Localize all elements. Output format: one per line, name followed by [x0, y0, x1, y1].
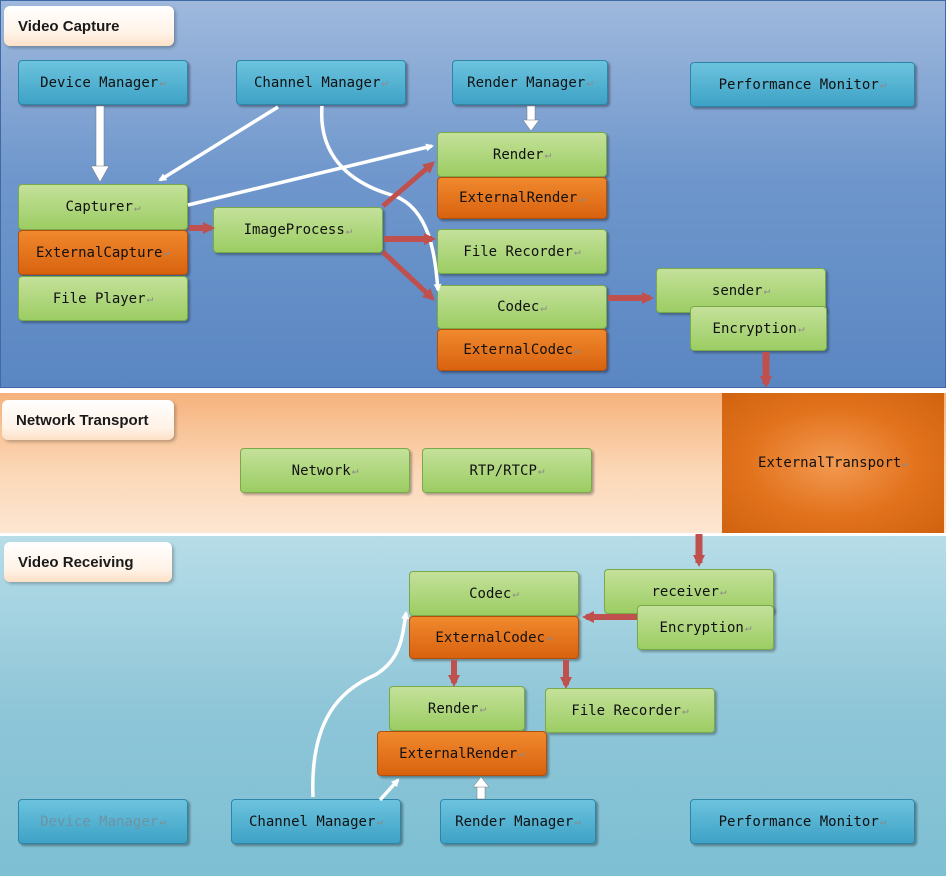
paragraph-mark: ↵ — [573, 343, 581, 357]
receiver-label: receiver — [651, 583, 719, 600]
receive-performance-monitor: Performance Monitor↵ — [690, 799, 915, 844]
capture-channel-manager-label: Channel Manager — [253, 74, 381, 91]
paragraph-mark: ↵ — [163, 246, 171, 259]
capture-codec-label: Codec — [497, 299, 540, 315]
external-capture-box: ExternalCapture↵ — [18, 230, 188, 275]
network-box: Network↵ — [240, 448, 410, 493]
receive-render-manager-label: Render Manager — [455, 813, 574, 830]
network-transport-title-text: Network Transport — [16, 411, 149, 429]
paragraph-mark: ↵ — [381, 76, 389, 89]
capture-codec-box: Codec↵ — [437, 285, 607, 329]
paragraph-mark: ↵ — [545, 631, 553, 644]
receive-external-render-label: ExternalRender — [399, 745, 518, 762]
paragraph-mark: ↵ — [146, 292, 154, 305]
paragraph-mark: ↵ — [574, 815, 581, 828]
receive-external-codec-label: ExternalCodec — [435, 629, 545, 646]
receive-render-box: Render↵ — [389, 686, 525, 731]
capture-external-render-label: ExternalRender — [459, 190, 578, 206]
video-receiving-title: Video Receiving — [4, 542, 172, 582]
receive-encryption-label: Encryption — [659, 619, 744, 636]
capture-render-box: Render↵ — [437, 132, 607, 177]
capture-performance-monitor: Performance Monitor↵ — [690, 62, 915, 107]
paragraph-mark: ↵ — [518, 747, 525, 760]
paragraph-mark: ↵ — [133, 200, 141, 214]
sender-box: sender↵ — [656, 268, 826, 313]
paragraph-mark: ↵ — [879, 78, 887, 91]
rtp-rtcp-box: RTP/RTCP↵ — [422, 448, 592, 493]
paragraph-mark: ↵ — [479, 702, 487, 715]
capture-channel-manager: Channel Manager↵ — [236, 60, 406, 105]
external-capture-label: ExternalCapture — [35, 244, 163, 261]
receive-device-manager-label: Device Manager — [40, 813, 159, 830]
receive-render-label: Render — [427, 700, 479, 717]
paragraph-mark: ↵ — [879, 815, 887, 828]
paragraph-mark: ↵ — [763, 284, 771, 297]
file-player-label: File Player — [52, 290, 146, 307]
capture-render-manager-label: Render Manager — [467, 74, 586, 91]
capture-device-manager: Device Manager↵ — [18, 60, 188, 105]
receive-codec-box: Codec↵ — [409, 571, 579, 616]
paragraph-mark: ↵ — [573, 245, 581, 258]
receive-channel-manager: Channel Manager↵ — [231, 799, 401, 844]
paragraph-mark: ↵ — [537, 464, 545, 477]
rtp-rtcp-label: RTP/RTCP — [469, 462, 537, 479]
image-process-box: ImageProcess↵ — [213, 207, 383, 253]
receive-performance-monitor-label: Performance Monitor — [718, 813, 879, 830]
external-transport-label: ExternalTransport — [758, 455, 902, 471]
paragraph-mark: ↵ — [159, 815, 166, 828]
paragraph-mark: ↵ — [744, 621, 752, 634]
file-player-box: File Player↵ — [18, 276, 188, 321]
network-transport-title: Network Transport — [2, 400, 174, 440]
receive-encryption-box: Encryption↵ — [637, 605, 774, 650]
capture-encryption-label: Encryption — [712, 320, 797, 337]
video-receiving-title-text: Video Receiving — [18, 553, 134, 571]
paragraph-mark: ↵ — [719, 585, 727, 598]
external-transport-box: ExternalTransport↵ — [722, 393, 944, 533]
capture-external-codec-label: ExternalCodec — [463, 342, 573, 358]
receive-external-codec-box: ExternalCodec↵ — [409, 616, 579, 659]
paragraph-mark: ↵ — [351, 464, 359, 477]
paragraph-mark: ↵ — [681, 704, 689, 717]
receive-external-render-box: ExternalRender↵ — [377, 731, 547, 776]
paragraph-mark: ↵ — [159, 76, 166, 89]
capture-file-recorder-box: File Recorder↵ — [437, 229, 607, 274]
receive-device-manager: Device Manager↵ — [18, 799, 188, 844]
paragraph-mark: ↵ — [797, 322, 805, 335]
paragraph-mark: ↵ — [345, 223, 353, 237]
video-capture-title: Video Capture — [4, 6, 174, 46]
paragraph-mark: ↵ — [540, 300, 547, 314]
capture-encryption-box: Encryption↵ — [690, 306, 827, 351]
capturer-box: Capturer↵ — [18, 184, 188, 230]
sender-label: sender — [711, 282, 763, 299]
paragraph-mark: ↵ — [578, 191, 585, 205]
image-process-label: ImageProcess — [243, 222, 345, 238]
paragraph-mark: ↵ — [376, 815, 384, 828]
capture-device-manager-label: Device Manager — [40, 74, 159, 91]
receive-file-recorder-box: File Recorder↵ — [545, 688, 715, 733]
video-capture-title-text: Video Capture — [18, 17, 120, 35]
capture-file-recorder-label: File Recorder — [463, 243, 573, 260]
paragraph-mark: ↵ — [512, 587, 519, 600]
paragraph-mark: ↵ — [586, 76, 593, 89]
capture-performance-monitor-label: Performance Monitor — [718, 76, 879, 93]
capture-external-render-box: ExternalRender↵ — [437, 177, 607, 219]
receive-channel-manager-label: Channel Manager — [248, 813, 376, 830]
capture-render-label: Render — [492, 146, 544, 163]
capture-render-manager: Render Manager↵ — [452, 60, 608, 105]
receive-render-manager: Render Manager↵ — [440, 799, 596, 844]
capturer-label: Capturer — [65, 199, 133, 215]
paragraph-mark: ↵ — [901, 456, 908, 470]
capture-external-codec-box: ExternalCodec↵ — [437, 329, 607, 371]
receive-codec-label: Codec — [469, 585, 512, 602]
receive-file-recorder-label: File Recorder — [571, 702, 681, 719]
paragraph-mark: ↵ — [544, 148, 552, 161]
network-label: Network — [291, 462, 351, 479]
